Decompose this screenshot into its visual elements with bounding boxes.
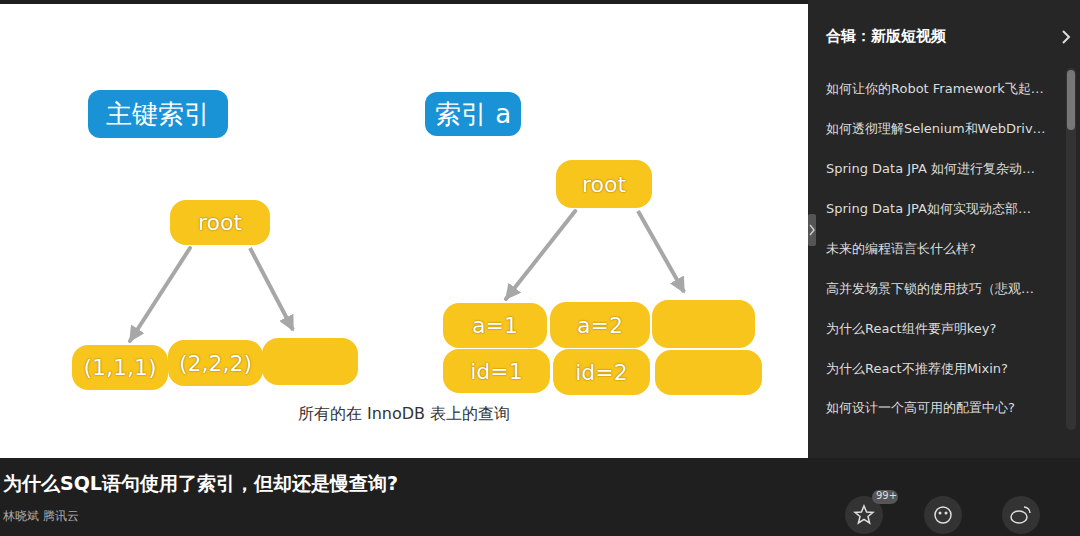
author-line: 林晓斌 腾讯云 [3,509,79,523]
share-button [924,496,962,534]
node-text: (2,2,2) [179,351,252,376]
playlist-item: 未来的编程语言长什么样? [826,241,976,257]
star-icon [855,506,873,523]
side-panel [808,0,1080,458]
root-node: root [170,200,270,245]
leaf-id: id=2 [553,349,650,395]
playlist-item: 为什么React不推荐使用Mixin? [826,361,1008,377]
playlist-item: Spring Data JPA 如何进行复杂动… [826,161,1035,177]
scroll-thumb [1067,70,1075,130]
share-icon [935,507,951,523]
node-text: 主键索引 [106,97,210,132]
empty-slot [652,300,755,348]
video-title: 为什么SQL语句使用了索引，但却还是慢查询? [3,471,398,497]
leaf-record: (2,2,2) [168,340,263,386]
panel-chevron [1063,31,1069,43]
playlist-item: 高并发场景下锁的使用技巧（悲观… [826,281,1034,297]
node-text: (1,1,1) [83,355,156,380]
playlist-item: 为什么React组件要声明key? [826,321,996,337]
video-area [0,4,808,458]
tree-arrow [250,248,293,330]
weibo-icon [1011,511,1027,523]
empty-slot [655,350,762,395]
scroll-track [1066,68,1076,430]
count-badge [872,490,898,504]
playlist-item: 如何让你的Robot Framework飞起… [826,81,1044,97]
node-text: a=2 [577,313,623,338]
leaf-id: id=1 [443,349,550,393]
collapse-tab [808,214,816,246]
playlist-item: 如何透彻理解Selenium和WebDriv… [826,121,1046,137]
root-node: root [556,160,652,208]
playlist-item: Spring Data JPA如何实现动态部… [826,201,1031,217]
node-text: a=1 [472,313,518,338]
weibo-button [1002,496,1040,534]
playlist-item: 如何设计一个高可用的配置中心? [826,400,1015,416]
panel-heading: 合辑：新版短视频 [826,27,946,45]
node-text: id=1 [470,359,523,384]
node-text: 索引 a [435,97,511,132]
tree-arrow [506,211,575,299]
node-text: root [582,172,626,197]
share-icon-dot [945,512,948,515]
tree-arrow [638,211,684,292]
leaf-record: (1,1,1) [72,345,168,390]
node-text: root [198,210,242,235]
leaf-key: a=2 [550,302,650,348]
tree-arrow [130,248,190,341]
share-icon-dot [939,512,942,515]
leaf-key: a=1 [443,303,547,348]
node-text: id=2 [575,360,628,385]
index-title-tag: 索引 a [425,92,521,136]
subtitle: 所有的在 InnoDB 表上的查询 [0,404,808,425]
empty-slot [262,338,358,385]
weibo-icon-arc [1024,507,1030,513]
count-badge-text: 99+ [876,490,897,502]
index-title-tag: 主键索引 [88,90,228,138]
collapse-chevron [810,225,814,235]
